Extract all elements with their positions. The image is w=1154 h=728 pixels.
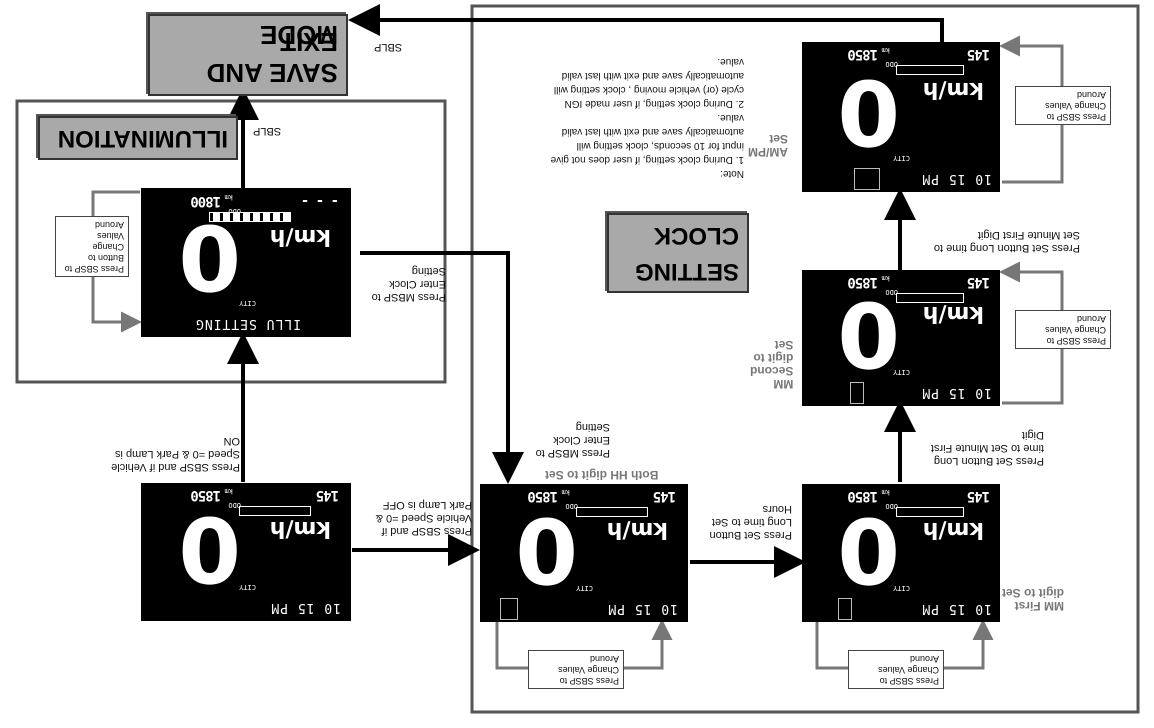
display-illu: ILLU SETTING CITY 0 km/h 1800 km ODO - -… [141, 188, 351, 337]
ampm-highlight [854, 168, 880, 190]
trip-readout: 145 [316, 487, 339, 503]
sblp-label-top: SBLP [374, 41, 403, 53]
clock-enter-label: Press MBSP to Enter Clock Setting [535, 421, 610, 459]
odo-readout: 1850 [848, 46, 878, 62]
display-mm2: 10 15 PM CITY 0 km/h 1850 km ODO 145 [802, 270, 1000, 406]
setting-title: SETTING [634, 258, 739, 285]
odo-unit: km [881, 274, 890, 282]
speed-readout: 0 [178, 204, 241, 309]
illu-change-hint: Press SBSP to Button to Change Values Ar… [55, 216, 129, 277]
mode-readout: CITY [239, 299, 256, 307]
mode-readout: CITY [576, 584, 593, 592]
speed-unit: km/h [269, 224, 331, 249]
speed-unit: km/h [922, 77, 984, 102]
trip-readout: 145 [653, 488, 676, 504]
illumination-title: ILLUMINATION [57, 125, 228, 152]
odo-unit: km [561, 488, 570, 496]
odo-readout: 1850 [528, 488, 558, 504]
clock-notes: Note: 1. During clock setting, if user d… [550, 56, 744, 179]
display-ampm: 10 15 PM CITY 0 km/h 1850 km ODO 145 [802, 42, 1000, 192]
fuel-gauge [576, 507, 648, 517]
speed-unit: km/h [269, 516, 331, 541]
to-illu-label: Press SBSP and if Vehicle Speed =0 & Par… [111, 435, 240, 473]
illu-mode-readout: ILLU SETTING [195, 316, 301, 331]
fuel-gauge [896, 65, 964, 75]
brightness-bar [209, 212, 291, 222]
fuel-gauge [896, 507, 964, 517]
trip-readout: 145 [967, 274, 990, 290]
mm-second-arrow-label: Press Set Button Long time to Set Minute… [933, 229, 1080, 254]
odo-unit: km [224, 193, 233, 201]
time-readout: 10 15 PM [921, 385, 992, 400]
hh-change-hint: Press SBSP to Change Values Around [528, 650, 624, 689]
odo-readout: 1850 [848, 488, 878, 504]
illu-enter-clock-label: Press MBSP to Enter Clock Setting [371, 265, 446, 303]
illumination-title-box: ILLUMINATION [38, 116, 238, 160]
mm2-change-hint: Press SBSP to Change Values Around [1015, 310, 1111, 349]
sblp-label-illu: SBLP [253, 125, 282, 137]
mode-save-exit-box: MODE SAVE AND EXIT [148, 14, 348, 96]
display-hh: 10 15 PM CITY 0 km/h 1850 km ODO 145 [480, 484, 688, 622]
odo-unit: km [881, 46, 890, 54]
clock-setting-box: CLOCK SETTING [607, 213, 749, 293]
display-mm1: 10 15 PM CITY 0 km/h 1850 km ODO 145 [802, 484, 1000, 622]
time-readout: 10 15 PM [921, 601, 992, 616]
mm-first-arrow-label: Press Set Button Long time to Set Minute… [930, 429, 1044, 467]
odo-readout: 1850 [191, 487, 221, 503]
fuel-gauge [239, 506, 311, 516]
to-clock-label: Press SBSP and if Vehicle Speed =0 & Par… [375, 499, 472, 537]
save-exit-title: SAVE AND EXIT [206, 27, 338, 88]
trip-readout: 145 [967, 488, 990, 504]
speed-readout: 0 [837, 281, 900, 386]
odo-readout: 1850 [848, 274, 878, 290]
trip-readout: - - - [301, 193, 339, 209]
arrow-ampm-to-mode [348, 4, 944, 42]
clock-title: CLOCK [653, 222, 739, 249]
arrow-illu-to-hh [360, 251, 524, 484]
speed-unit: km/h [606, 517, 668, 542]
set-hours-label: Press Set Button Long time to Set Hours [709, 503, 792, 541]
mm-second-desc: MM Second digit to Set [750, 338, 794, 391]
speed-readout: 0 [837, 497, 900, 602]
speed-unit: km/h [922, 517, 984, 542]
speed-unit: km/h [922, 301, 984, 326]
odo-unit: km [224, 487, 233, 495]
speed-readout: 0 [178, 496, 241, 601]
speed-readout: 0 [515, 497, 578, 602]
fuel-gauge [896, 293, 964, 303]
mm-first-desc: MM First digit to Set [1002, 586, 1064, 613]
time-readout: 10 15 PM [270, 600, 341, 615]
mode-readout: CITY [239, 583, 256, 591]
odo-readout: 1800 [191, 193, 221, 209]
time-readout: 10 15 PM [921, 171, 992, 186]
ampm-desc: AM/PM Set [748, 132, 788, 159]
trip-readout: 145 [967, 46, 990, 62]
ampm-change-hint: Press SBSP to Change Values Around [1015, 86, 1111, 125]
speed-readout: 0 [837, 59, 900, 164]
hh-set-note: Both HH digit to Set [545, 468, 659, 482]
clock-group-box [470, 4, 1140, 714]
mm1-change-hint: Press SBSP to Change Values Around [848, 650, 944, 689]
display-main: 10 15 PM CITY 0 km/h 1850 km ODO 145 [141, 483, 351, 621]
odo-unit: km [881, 488, 890, 496]
time-readout: 10 15 PM [607, 601, 678, 616]
